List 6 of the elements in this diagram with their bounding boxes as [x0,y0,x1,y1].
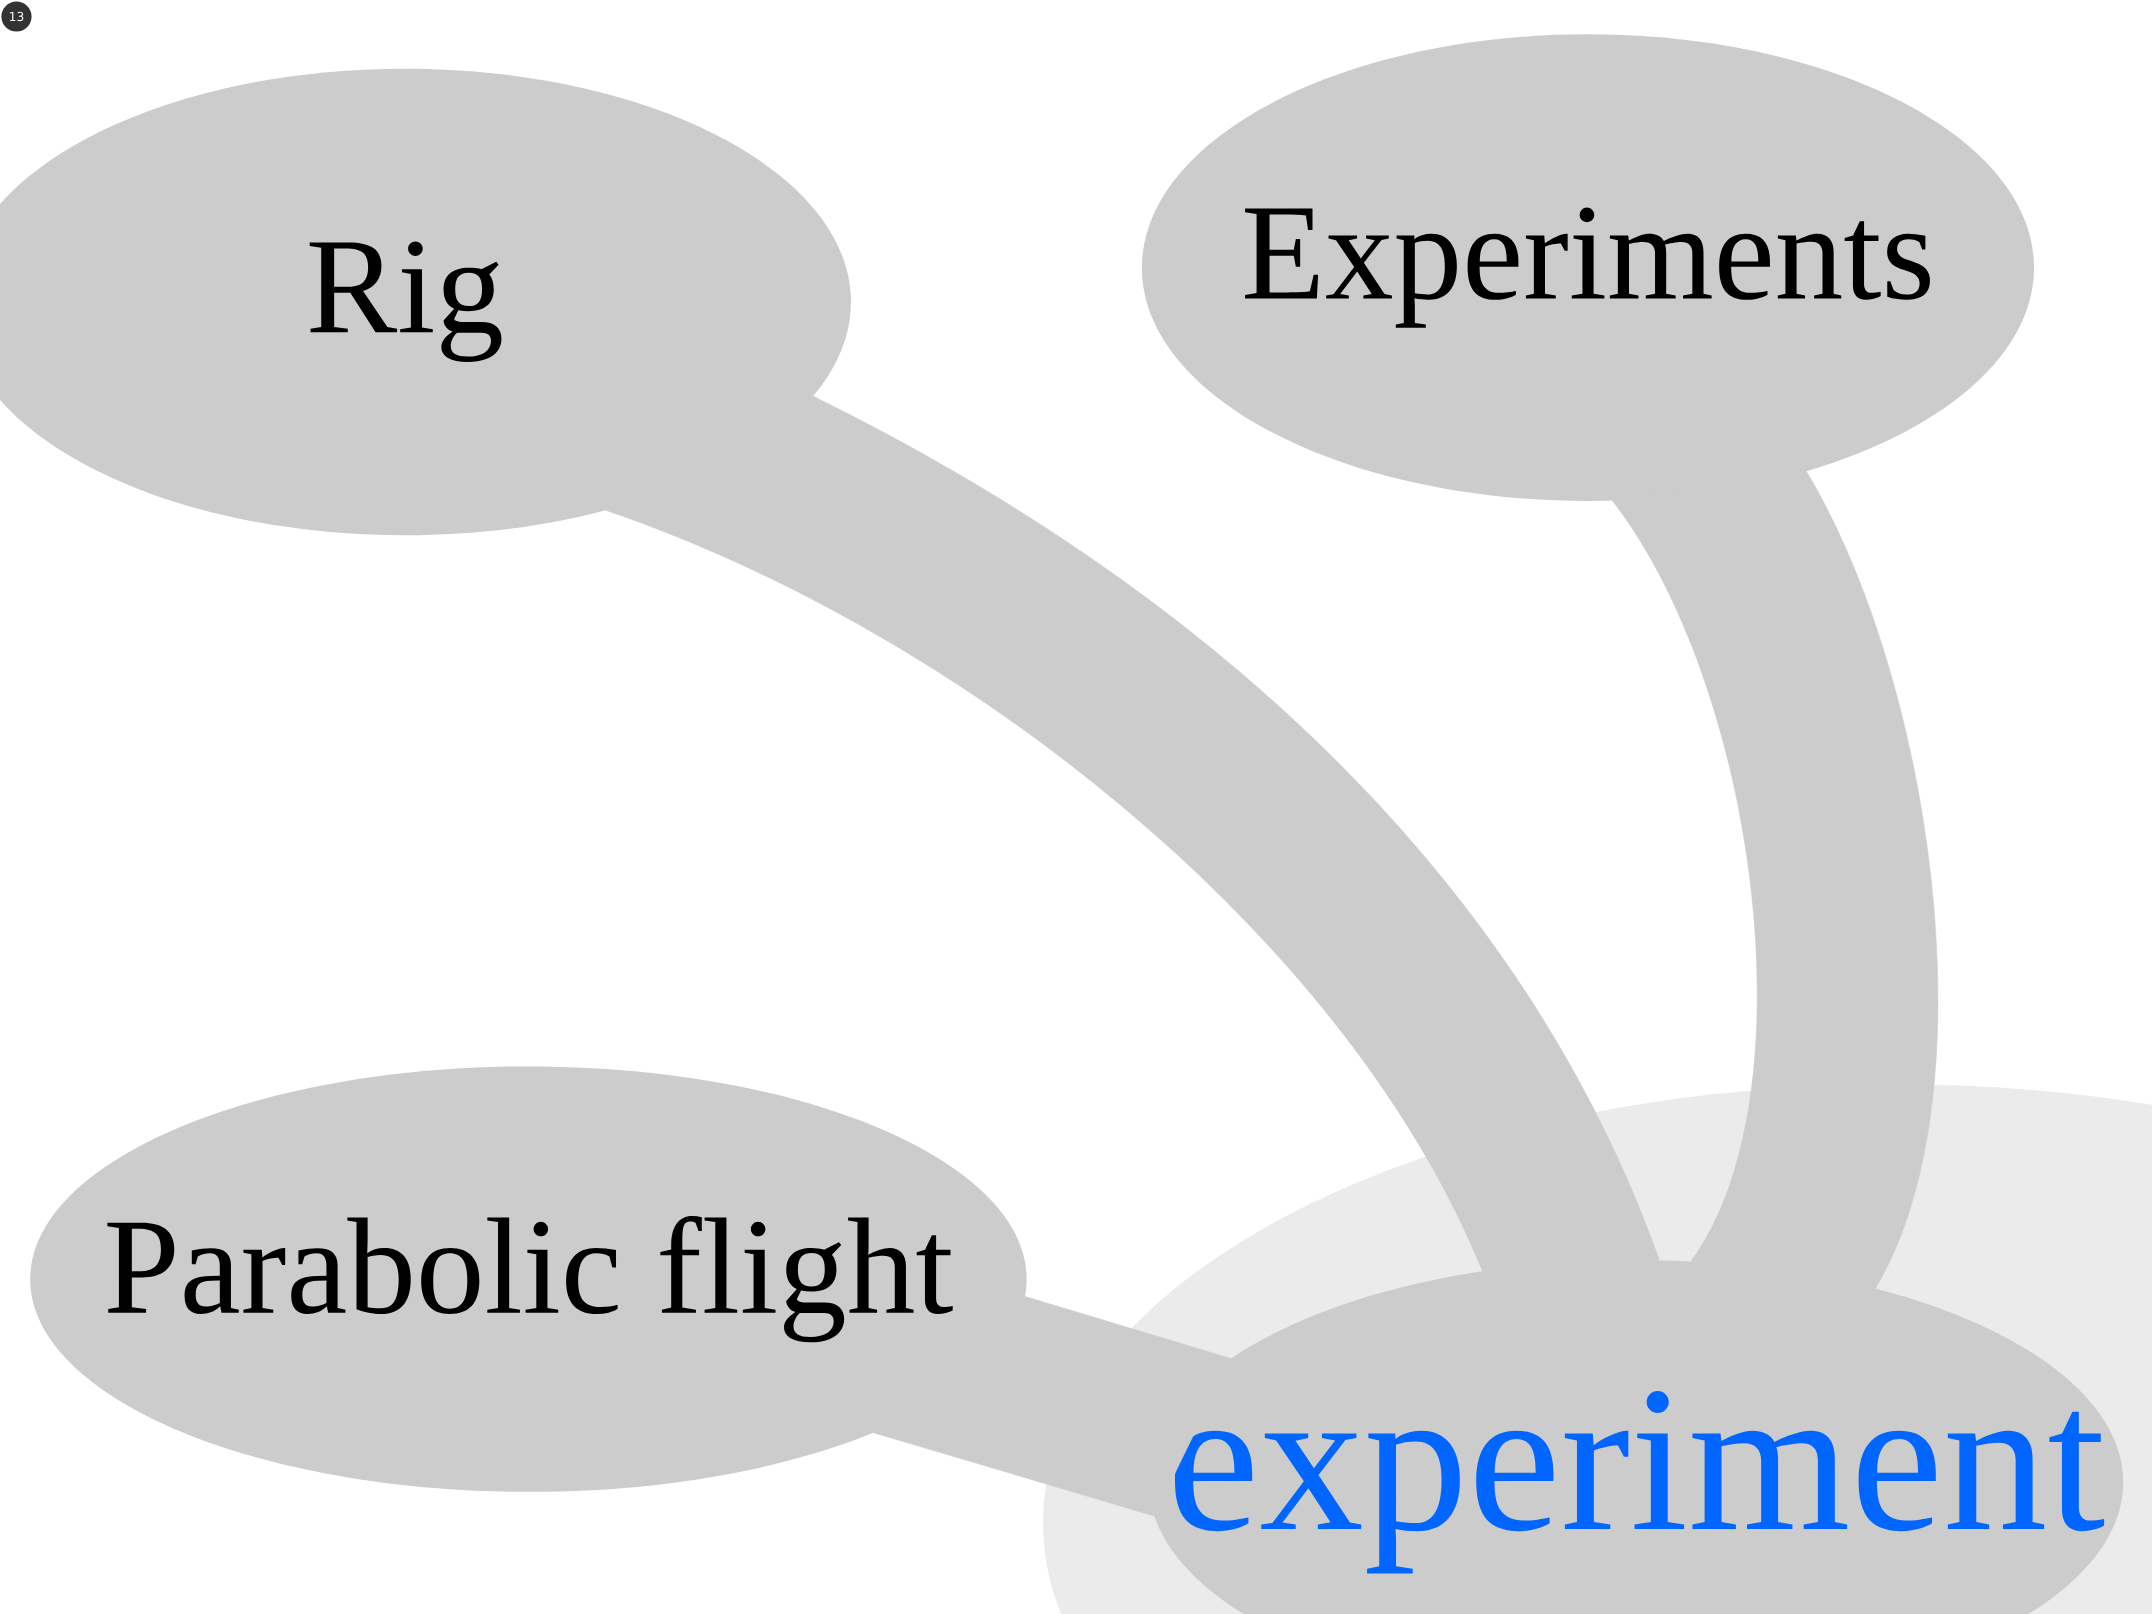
band-connector [873,1296,1232,1517]
band-connector [605,395,1660,1272]
band-connector [1612,471,1938,1289]
ellipse-node: Parabolic flight [30,1066,1027,1492]
number-badge: 13 [1,1,32,32]
ellipse-node: Experiments [1141,34,2034,501]
